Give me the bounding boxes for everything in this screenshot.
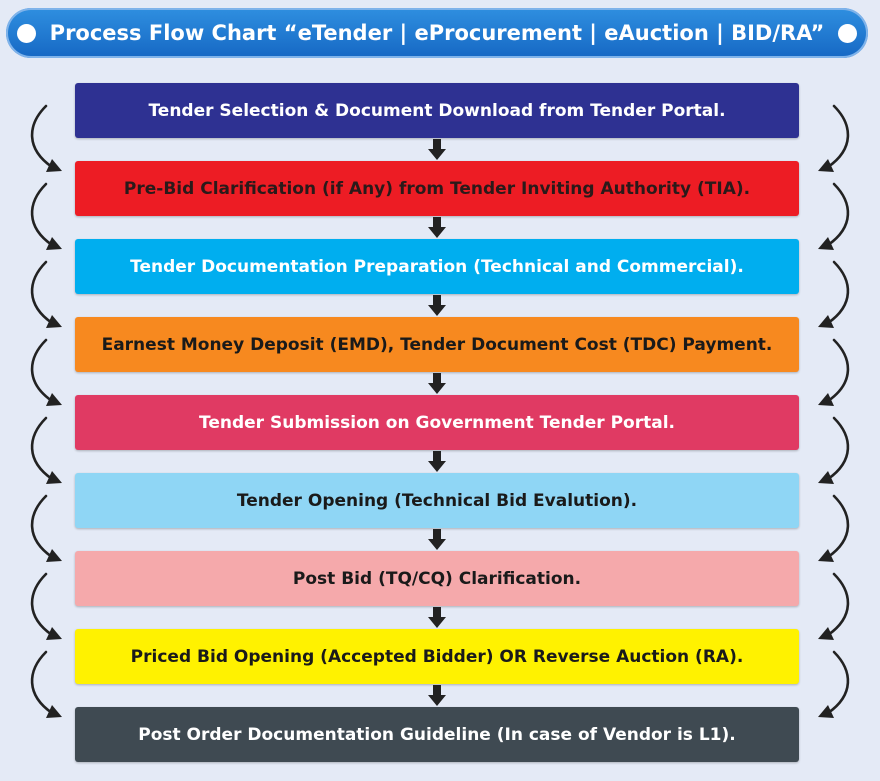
step-label: Tender Documentation Preparation (Techni… <box>130 256 744 277</box>
down-arrow-icon <box>428 295 446 316</box>
step-label: Tender Opening (Technical Bid Evalution)… <box>236 490 638 511</box>
curved-arrow-left-icon <box>30 182 62 250</box>
step-tender-selection: Tender Selection & Document Download fro… <box>75 83 799 138</box>
bullet-dot-right <box>838 24 857 43</box>
down-arrow-icon <box>428 217 446 238</box>
down-arrow-icon <box>428 685 446 706</box>
step-label: Pre-Bid Clarification (if Any) from Tend… <box>123 178 751 199</box>
bullet-dot-left <box>17 24 36 43</box>
step-pre-bid-clarification: Pre-Bid Clarification (if Any) from Tend… <box>75 161 799 216</box>
curved-arrow-right-icon <box>818 338 850 406</box>
curved-arrow-right-icon <box>818 572 850 640</box>
step-emd-tdc-payment: Earnest Money Deposit (EMD), Tender Docu… <box>75 317 799 372</box>
down-arrow-icon <box>428 529 446 550</box>
down-arrow-icon <box>428 451 446 472</box>
step-post-order-docs: Post Order Documentation Guideline (In c… <box>75 707 799 762</box>
step-tender-opening: Tender Opening (Technical Bid Evalution)… <box>75 473 799 528</box>
down-arrow-icon <box>428 607 446 628</box>
curved-arrow-left-icon <box>30 494 62 562</box>
curved-arrow-right-icon <box>818 104 850 172</box>
curved-arrow-left-icon <box>30 338 62 406</box>
step-label: Post Bid (TQ/CQ) Clarification. <box>292 568 582 589</box>
step-label: Post Order Documentation Guideline (In c… <box>138 724 736 745</box>
curved-arrow-right-icon <box>818 650 850 718</box>
step-label: Priced Bid Opening (Accepted Bidder) OR … <box>130 646 744 667</box>
curved-arrow-left-icon <box>30 416 62 484</box>
step-label: Tender Selection & Document Download fro… <box>148 100 726 121</box>
step-priced-bid-opening: Priced Bid Opening (Accepted Bidder) OR … <box>75 629 799 684</box>
step-tender-submission: Tender Submission on Government Tender P… <box>75 395 799 450</box>
curved-arrow-right-icon <box>818 494 850 562</box>
curved-arrow-left-icon <box>30 572 62 640</box>
curved-arrow-right-icon <box>818 416 850 484</box>
header-banner: Process Flow Chart “eTender | eProcureme… <box>6 8 868 58</box>
curved-arrow-right-icon <box>818 260 850 328</box>
curved-arrow-left-icon <box>30 260 62 328</box>
down-arrow-icon <box>428 139 446 160</box>
page-title: Process Flow Chart “eTender | eProcureme… <box>49 21 825 45</box>
down-arrow-icon <box>428 373 446 394</box>
curved-arrow-left-icon <box>30 650 62 718</box>
curved-arrow-right-icon <box>818 182 850 250</box>
step-label: Earnest Money Deposit (EMD), Tender Docu… <box>101 334 773 355</box>
step-documentation-prep: Tender Documentation Preparation (Techni… <box>75 239 799 294</box>
step-post-bid-clarification: Post Bid (TQ/CQ) Clarification. <box>75 551 799 606</box>
curved-arrow-left-icon <box>30 104 62 172</box>
step-label: Tender Submission on Government Tender P… <box>199 412 675 433</box>
